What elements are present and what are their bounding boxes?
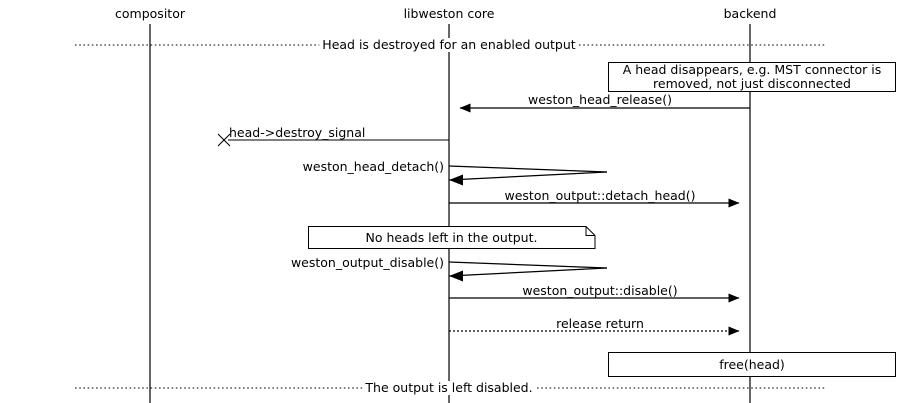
message-label-head-destroy-signal: head->destroy_signal	[229, 125, 366, 140]
note-free-head-text: free(head)	[719, 356, 785, 372]
message-label-weston-output-disable: weston_output::disable()	[522, 283, 678, 298]
destroy-x-marker-stroke-2	[217, 133, 231, 147]
note-head-disappears-box	[608, 62, 896, 92]
participant-label-compositor: compositor	[115, 6, 185, 21]
message-label-release-return: release return	[556, 316, 644, 331]
note-head-disappears-line2: removed, not just disconnected	[653, 76, 851, 91]
note-head-disappears: A head disappears, e.g. MST connector is…	[608, 62, 896, 92]
divider-label-bottom: The output is left disabled.	[362, 381, 536, 395]
arrow-head-destroy-signal	[217, 133, 449, 147]
note-head-disappears-line1: A head disappears, e.g. MST connector is	[622, 62, 882, 77]
message-label-weston-head-release: weston_head_release()	[528, 92, 672, 107]
note-no-heads-left-box	[308, 226, 596, 249]
message-label-weston-head-detach: weston_head_detach()	[302, 159, 444, 174]
arrow-weston-output-disable-self	[448, 261, 608, 282]
note-no-heads-left: No heads left in the output.	[308, 227, 595, 249]
message-label-weston-output-disable-call: weston_output_disable()	[290, 255, 444, 270]
participant-label-backend: backend	[723, 6, 777, 21]
message-label-weston-output-detach-head: weston_output::detach_head()	[504, 188, 696, 203]
arrow-weston-head-detach-self	[448, 165, 608, 186]
note-no-heads-left-text: No heads left in the output.	[365, 230, 538, 245]
participant-label-libweston-core: libweston core	[403, 6, 495, 21]
note-free-head: free(head)	[608, 352, 896, 377]
divider-label-top: Head is destroyed for an enabled output	[319, 38, 579, 52]
note-free-head-box	[608, 352, 896, 377]
